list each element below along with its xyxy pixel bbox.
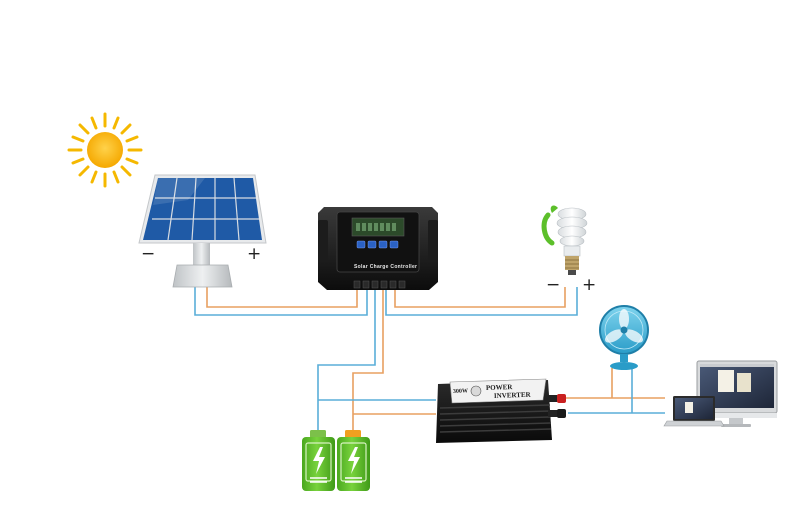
wire-load-positive <box>394 287 566 308</box>
computer-monitor-icon <box>696 360 778 427</box>
controller-label: Solar Charge Controller <box>354 264 417 270</box>
panel-positive-sign: + <box>247 244 261 264</box>
wire-panel-positive <box>206 287 358 308</box>
solar-panel-icon: − + <box>138 174 267 288</box>
wire-panel-negative <box>194 287 368 316</box>
wiring <box>194 287 665 430</box>
cfl-bulb-icon: − + <box>541 205 596 295</box>
bulb-positive-sign: + <box>582 275 596 295</box>
wire-battery-negative <box>317 290 376 430</box>
inverter-title-line1: POWER <box>486 383 514 392</box>
battery-left <box>302 430 335 491</box>
battery-icon <box>337 430 370 491</box>
panel-negative-sign: − <box>141 244 155 264</box>
sun-icon <box>67 112 143 188</box>
inverter-rating: 300W <box>453 388 468 395</box>
wire-battery-positive <box>352 290 384 430</box>
charge-controller-icon: Solar Charge Controller <box>318 207 438 290</box>
inverter-title-line2: INVERTER <box>494 391 532 400</box>
wire-load-negative <box>385 287 578 316</box>
bulb-negative-sign: − <box>546 275 560 295</box>
laptop-icon <box>663 396 725 427</box>
power-inverter-icon: 300W POWER INVERTER <box>436 378 566 443</box>
desk-fan-icon <box>599 305 649 370</box>
